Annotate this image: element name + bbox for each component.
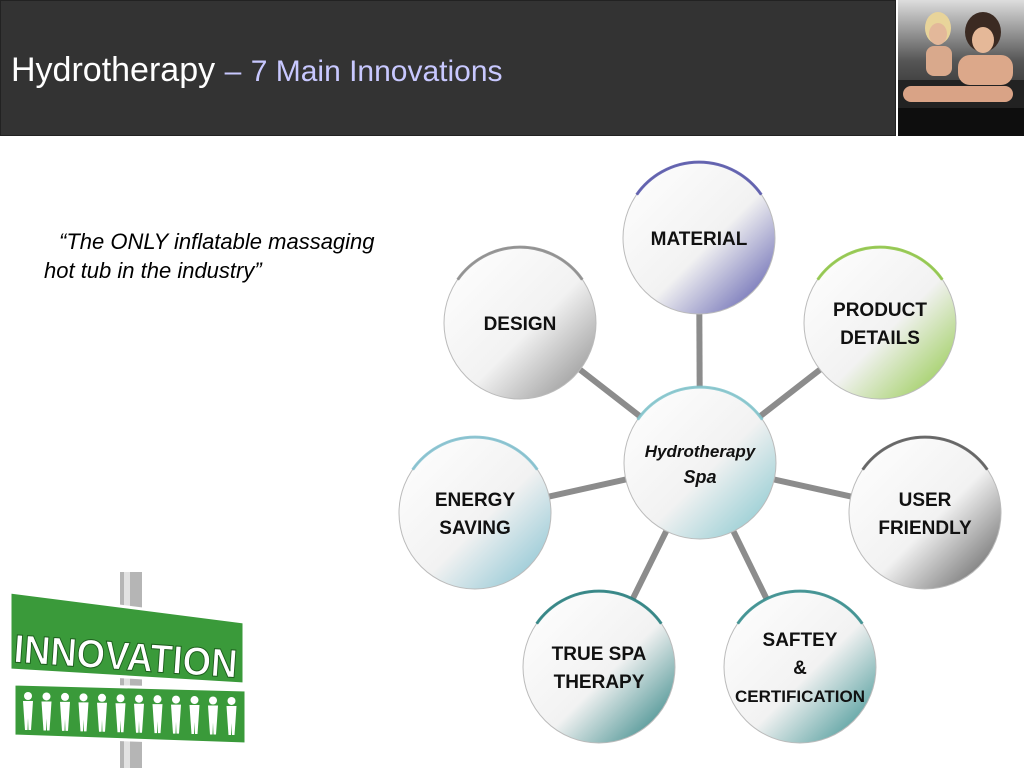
node-material-label: MATERIAL xyxy=(651,229,748,250)
person-icon xyxy=(171,695,181,734)
slide-title: Hydrotherapy – 7 Main Innovations xyxy=(11,51,503,90)
node-center-hydrotherapy-spa-label: Hydrotherapy xyxy=(645,442,757,461)
node-true-spa-therapy-label: THERAPY xyxy=(554,672,645,693)
node-saftey-certification-label: SAFTEY xyxy=(763,630,838,651)
title-subtitle: 7 Main Innovations xyxy=(250,55,503,88)
person-icon xyxy=(134,694,144,733)
title-main: Hydrotherapy xyxy=(11,51,216,89)
node-energy-saving-label: ENERGY xyxy=(435,490,516,511)
node-energy-saving-label: SAVING xyxy=(439,518,510,539)
quote-line-2: hot tub in the industry” xyxy=(44,258,262,283)
title-dash: – xyxy=(224,55,242,88)
node-product-details-label: PRODUCT xyxy=(833,300,927,321)
person-icon xyxy=(115,694,126,733)
node-user-friendly-label: FRIENDLY xyxy=(878,518,972,539)
node-saftey-certification: SAFTEY & CERTIFICATION xyxy=(723,589,877,744)
node-product-details: PRODUCT DETAILS xyxy=(803,245,957,400)
person-icon xyxy=(226,696,237,735)
node-center-hydrotherapy-spa-label: Spa xyxy=(683,467,716,487)
node-true-spa-therapy: TRUE SPA THERAPY xyxy=(522,589,676,744)
node-design-label: DESIGN xyxy=(484,314,557,335)
title-bar: Hydrotherapy – 7 Main Innovations xyxy=(0,0,896,136)
person-icon xyxy=(23,692,33,730)
sign-board-top: INNOVATION xyxy=(8,590,246,687)
quote-line-1: “The ONLY inflatable massaging xyxy=(59,229,375,254)
person-icon xyxy=(60,692,70,731)
node-saftey-certification-label: CERTIFICATION xyxy=(735,687,865,706)
diagram-nodes: MATERIAL PRODUCT DETAILS USER FRIENDLY SAFTEY… xyxy=(398,160,1002,744)
person-icon xyxy=(78,693,89,732)
node-saftey-certification-label: & xyxy=(793,658,807,679)
node-energy-saving: ENERGY SAVING xyxy=(398,435,552,590)
node-user-friendly-label: USER xyxy=(899,490,952,511)
node-user-friendly: USER FRIENDLY xyxy=(848,435,1002,590)
node-material: MATERIAL xyxy=(622,160,776,315)
quote-text: “The ONLY inflatable massaging hot tub i… xyxy=(44,227,444,285)
node-design: DESIGN xyxy=(443,245,597,400)
sign-board-bottom xyxy=(12,682,248,746)
node-product-details-label: DETAILS xyxy=(840,328,920,349)
person-icon xyxy=(189,696,200,735)
person-icon xyxy=(97,693,107,732)
node-true-spa-therapy-label: TRUE SPA xyxy=(552,644,647,665)
innovation-sign: INNOVATION xyxy=(6,572,258,768)
hot-tub-photo xyxy=(898,0,1024,136)
person-icon xyxy=(41,692,52,731)
person-icon xyxy=(152,695,163,734)
person-icon xyxy=(208,696,218,735)
